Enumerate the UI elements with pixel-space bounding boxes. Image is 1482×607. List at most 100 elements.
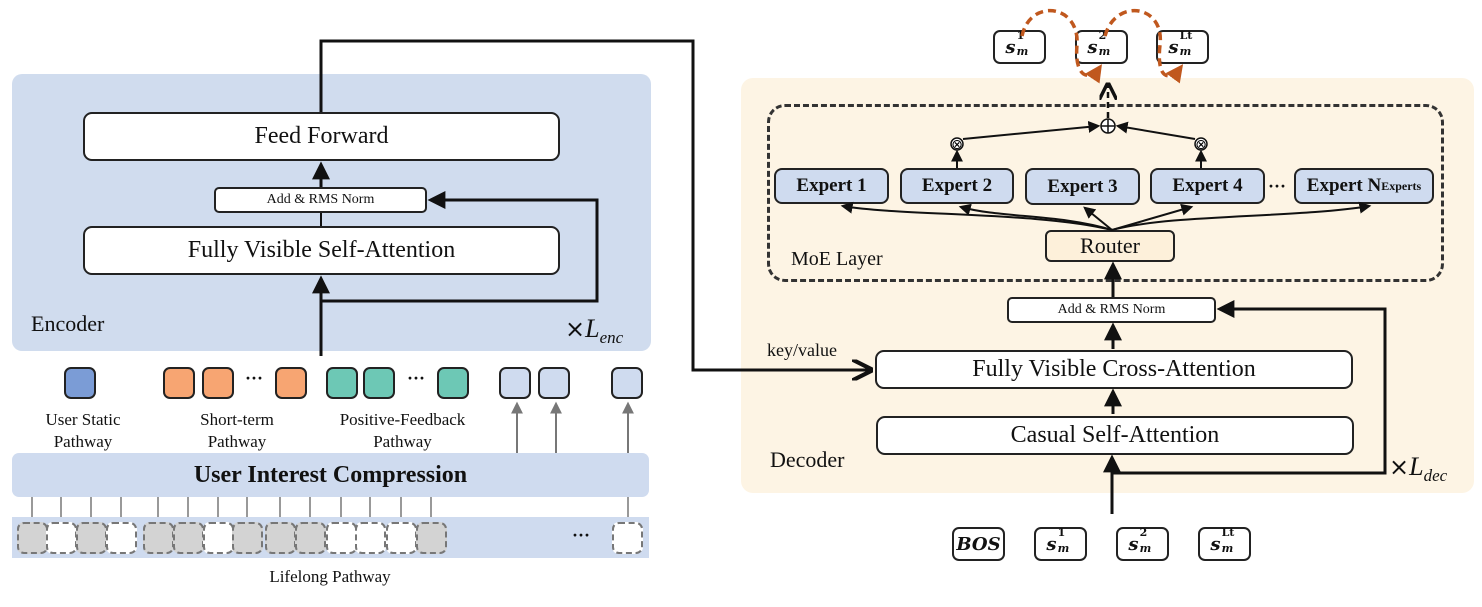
router-to-expert-3 <box>1083 206 1113 231</box>
mult-to-sum-left <box>962 120 1101 140</box>
token-base: s <box>1168 36 1179 58</box>
expert-4: Expert 4 <box>1150 168 1265 204</box>
token-sub: m <box>1179 45 1192 58</box>
expert-label: Expert N <box>1306 175 1382 196</box>
multiply-node-left <box>950 137 964 151</box>
encoder-to-decoder-arrow <box>319 39 871 370</box>
expert-label: Expert 1 <box>796 175 867 196</box>
expert-label: Expert 2 <box>921 175 993 196</box>
cross-attention-label: Fully Visible Cross-Attention <box>972 356 1256 382</box>
label-line: Pathway <box>207 432 267 451</box>
lifelong-cell <box>416 522 447 554</box>
router-to-expert-2 <box>958 203 1113 231</box>
multiply-symbol: ⊗ <box>951 137 963 153</box>
user-static-token <box>64 367 96 399</box>
positive-feedback-token <box>437 367 469 399</box>
token-base: s <box>1087 36 1098 58</box>
expert-label: Expert 3 <box>1047 175 1118 197</box>
sum-cross <box>1101 119 1115 133</box>
token-sup: Lt <box>1221 526 1235 539</box>
expert-2: Expert 2 <box>900 168 1014 204</box>
router-to-expert-n <box>1111 201 1372 231</box>
lifelong-cell <box>106 522 137 554</box>
label-line: Pathway <box>373 432 432 451</box>
encoder-residual-arrow <box>321 191 599 303</box>
causal-attention-label: Casual Self-Attention <box>1010 422 1220 448</box>
short-term-token <box>275 367 307 399</box>
token-sub: m <box>1057 542 1070 555</box>
token-sub: m <box>1016 45 1029 58</box>
cross-attention-block: Fully Visible Cross-Attention <box>875 350 1353 389</box>
positive-feedback-token <box>363 367 395 399</box>
label-line: User Static <box>45 410 121 429</box>
expert-1: Expert 1 <box>774 168 889 204</box>
causal-self-attention-block: Casual Self-Attention <box>876 416 1354 455</box>
lifelong-cell <box>173 522 204 554</box>
encoder-self-attention-block: Fully Visible Self-Attention <box>83 226 560 275</box>
token-base: BOS <box>956 533 1001 555</box>
repeat-sub: dec <box>1423 466 1448 486</box>
token-sup: 2 <box>1139 526 1148 539</box>
user-interest-compression-block: User Interest Compression <box>12 453 649 497</box>
repeat-var: L <box>585 314 600 343</box>
label-line: Short-term <box>200 410 274 429</box>
autoregressive-loop-2 <box>1103 9 1184 84</box>
token-sup: Lt <box>1179 29 1193 42</box>
lifelong-compressed-token <box>611 367 643 399</box>
expert-label: Expert 4 <box>1172 175 1243 196</box>
lifelong-cell <box>355 522 386 554</box>
short-term-token <box>202 367 234 399</box>
encoder-label: Encoder <box>31 311 105 336</box>
token-sup: 1 <box>1057 526 1066 539</box>
token-sup: 2 <box>1098 29 1107 42</box>
times-symbol: × <box>565 315 586 343</box>
add-norm-label: Add & RMS Norm <box>266 192 375 207</box>
token-base: s <box>1210 533 1221 555</box>
token-sub: m <box>1098 45 1111 58</box>
router-to-expert-1 <box>840 201 1113 231</box>
add-norm-label: Add & RMS Norm <box>1057 302 1166 317</box>
lifelong-compressed-token <box>499 367 531 399</box>
positive-feedback-ellipsis: ··· <box>407 368 426 388</box>
moe-layer-frame <box>767 104 1444 282</box>
key-value-label: key/value <box>767 340 837 360</box>
decoder-label: Decoder <box>770 447 845 472</box>
autoregressive-loop-1 <box>1020 9 1102 84</box>
token-sub: m <box>1139 542 1152 555</box>
encoder-repeat-label: ×Lenc <box>565 314 623 348</box>
token-sub: m <box>1221 542 1234 555</box>
token-base: s <box>1005 36 1016 58</box>
short-term-ellipsis: ··· <box>245 368 264 388</box>
lifelong-pathway-label: Lifelong Pathway <box>269 567 391 586</box>
lifelong-cell <box>232 522 263 554</box>
lifelong-cell <box>295 522 326 554</box>
positive-feedback-token <box>326 367 358 399</box>
encoder-add-norm-block: Add & RMS Norm <box>214 187 427 213</box>
multiply-symbol: ⊗ <box>1195 137 1207 153</box>
router-label: Router <box>1080 233 1140 258</box>
label-line: Pathway <box>53 432 113 451</box>
lifelong-compressed-token <box>538 367 570 399</box>
multiply-node-right <box>1194 137 1208 151</box>
short-term-token <box>163 367 195 399</box>
decoder-add-norm-block: Add & RMS Norm <box>1007 297 1216 323</box>
expert-sub: Experts <box>1381 178 1422 193</box>
encoder-feed-forward-block: Feed Forward <box>83 112 560 161</box>
sequence-token: BOS <box>952 527 1005 561</box>
repeat-sub: enc <box>599 328 624 348</box>
decoder-residual-arrow <box>1112 300 1387 475</box>
self-attention-label: Fully Visible Self-Attention <box>187 237 456 263</box>
router-block: Router <box>1045 230 1175 262</box>
lifelong-connectors <box>31 497 629 517</box>
token-base: s <box>1128 533 1139 555</box>
repeat-var: L <box>1409 452 1424 481</box>
lifelong-cell <box>17 522 48 554</box>
